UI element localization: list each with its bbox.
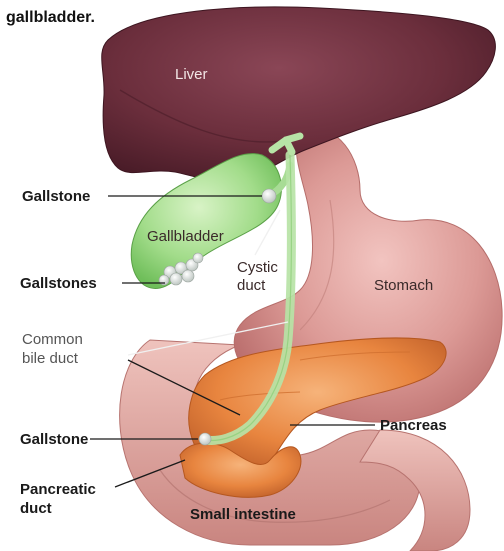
label-stomach: Stomach	[374, 277, 433, 294]
label-pancreas: Pancreas	[380, 417, 447, 434]
label-small-intestine: Small intestine	[190, 506, 296, 523]
gallstone-cystic	[262, 189, 276, 203]
label-cystic-duct-line1: Cystic	[237, 259, 278, 276]
stone	[170, 273, 182, 285]
label-gallstone-bottom: Gallstone	[20, 431, 88, 448]
label-liver: Liver	[175, 66, 208, 83]
label-pancreatic-duct-line1: Pancreatic	[20, 481, 96, 498]
label-pancreatic-duct-line2: duct	[20, 500, 52, 517]
stone	[193, 253, 203, 263]
label-gallstones: Gallstones	[20, 275, 97, 292]
gallstone-common-duct	[199, 433, 211, 445]
label-gallbladder: Gallbladder	[147, 228, 224, 245]
label-common-bile-duct-line1: Common	[22, 331, 83, 348]
label-cystic-duct-line2: duct	[237, 277, 266, 294]
label-gallstone-top: Gallstone	[22, 188, 90, 205]
stone	[182, 270, 194, 282]
header-fragment: gallbladder.	[6, 9, 95, 26]
label-common-bile-duct-line2: bile duct	[22, 350, 79, 367]
